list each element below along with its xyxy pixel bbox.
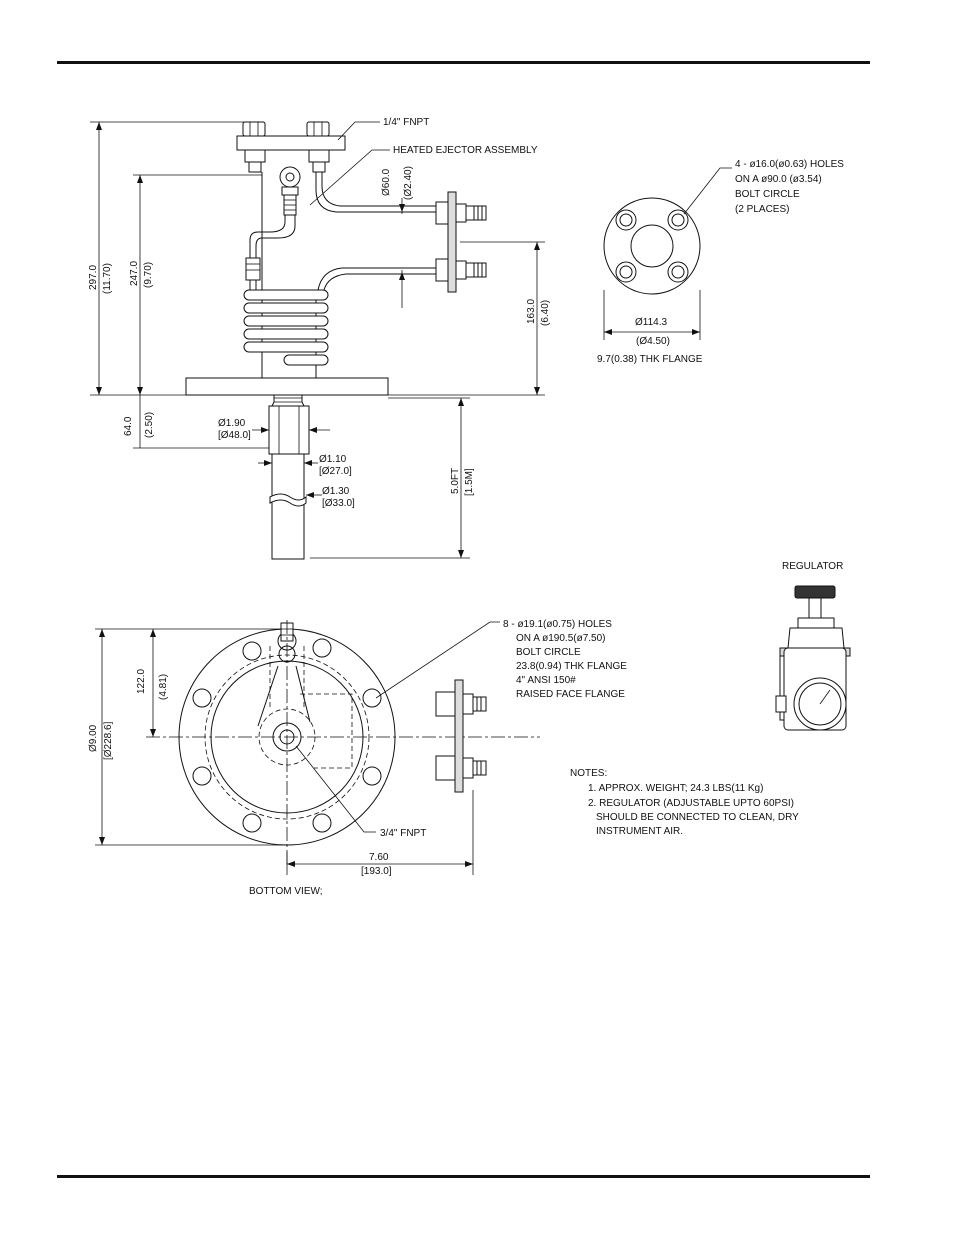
length-ft: 5.0FT (450, 468, 461, 494)
dim-122-in: (4.81) (158, 674, 169, 700)
dia-130-mm: [Ø33.0] (322, 498, 355, 509)
notes: NOTES: 1. APPROX. WEIGHT; 24.3 LBS(11 Kg… (570, 768, 799, 837)
dim-900: Ø9.00 (88, 724, 99, 752)
notes-line-1: 1. APPROX. WEIGHT; 24.3 LBS(11 Kg) (588, 783, 763, 794)
front-view (185, 121, 487, 560)
dim-247: 247.0 (129, 261, 140, 286)
bottom-holes-1: 8 - ø19.1(ø0.75) HOLES (503, 619, 612, 630)
dia-110-label: Ø1.10 (319, 454, 347, 465)
base-flange (185, 377, 389, 396)
small-flange-holes-1: 4 - ø16.0(ø0.63) HOLES (735, 159, 844, 170)
dim-64: 64.0 (123, 416, 134, 436)
dim-297: 297.0 (88, 265, 99, 290)
dia-190-label: Ø1.90 (218, 418, 246, 429)
dim-163-in: (6.40) (540, 300, 551, 326)
small-flange-holes-2: ON A ø90.0 (ø3.54) (735, 174, 822, 185)
dim-122: 122.0 (136, 669, 147, 694)
dia-130-label: Ø1.30 (322, 486, 350, 497)
top-rule (57, 61, 870, 64)
manifold-block (236, 135, 346, 151)
small-flange-holes-3: BOLT CIRCLE (735, 189, 800, 200)
bottom-view-labels: 8 - ø19.1(ø0.75) HOLES ON A ø190.5(ø7.50… (88, 619, 627, 897)
length-m: [1.5M] (464, 468, 475, 496)
bottom-view (146, 620, 540, 866)
bottom-rule (57, 1175, 870, 1178)
small-flange-holes-4: (2 PLACES) (735, 204, 789, 215)
notes-line-2: 2. REGULATOR (ADJUSTABLE UPTO 60PSI) (588, 798, 794, 809)
dim-297-in: (11.70) (102, 263, 113, 294)
heating-coil (243, 289, 329, 366)
bottom-holes-3: BOLT CIRCLE (516, 647, 581, 658)
dim-64-in: (2.50) (144, 412, 155, 438)
notes-line-3: SHOULD BE CONNECTED TO CLEAN, DRY (596, 812, 799, 823)
notes-line-4: INSTRUMENT AIR. (596, 826, 683, 837)
front-view-labels: 1/4" FNPT HEATED EJECTOR ASSEMBLY 297.0 … (88, 117, 551, 509)
regulator-view: REGULATOR (775, 561, 851, 731)
bottom-view-dimensions (95, 621, 500, 875)
dim-247-in: (9.70) (143, 262, 154, 288)
dim-60: Ø60.0 (381, 168, 392, 196)
bottom-view-caption: BOTTOM VIEW; (249, 886, 323, 897)
small-flange-dia-mm: Ø114.3 (635, 317, 667, 328)
regulator-title: REGULATOR (782, 561, 843, 572)
bottom-holes-6: RAISED FACE FLANGE (516, 689, 625, 700)
bottom-holes-4: 23.8(0.94) THK FLANGE (516, 661, 627, 672)
bolt-holes (192, 631, 382, 833)
heated-ejector-label: HEATED EJECTOR ASSEMBLY (393, 145, 538, 156)
bottom-holes-2: ON A ø190.5(ø7.50) (516, 633, 606, 644)
bottom-fnpt: 3/4" FNPT (380, 828, 426, 839)
small-flange-dia-in: (Ø4.50) (636, 336, 670, 347)
dim-900-mm: [Ø228.6] (103, 721, 114, 760)
dim-60-in: (Ø2.40) (403, 166, 414, 200)
probe-nut (268, 405, 310, 455)
dim-163: 163.0 (526, 299, 537, 324)
fnpt-top-label: 1/4" FNPT (383, 117, 429, 128)
front-view-dimensions (90, 121, 545, 559)
regulator-knob (794, 585, 836, 599)
dim-760: 7.60 (369, 852, 389, 863)
dia-110-mm: [Ø27.0] (319, 466, 352, 477)
small-flange-thk: 9.7(0.38) THK FLANGE (597, 354, 703, 365)
bottom-holes-5: 4" ANSI 150# (516, 675, 576, 686)
small-flange-view: 4 - ø16.0(ø0.63) HOLES ON A ø90.0 (ø3.54… (597, 159, 844, 365)
dim-760-mm: [193.0] (361, 866, 392, 877)
probe-tube (271, 453, 305, 560)
notes-title: NOTES: (570, 768, 607, 779)
dia-190-mm: [Ø48.0] (218, 430, 251, 441)
side-flange (447, 191, 457, 293)
